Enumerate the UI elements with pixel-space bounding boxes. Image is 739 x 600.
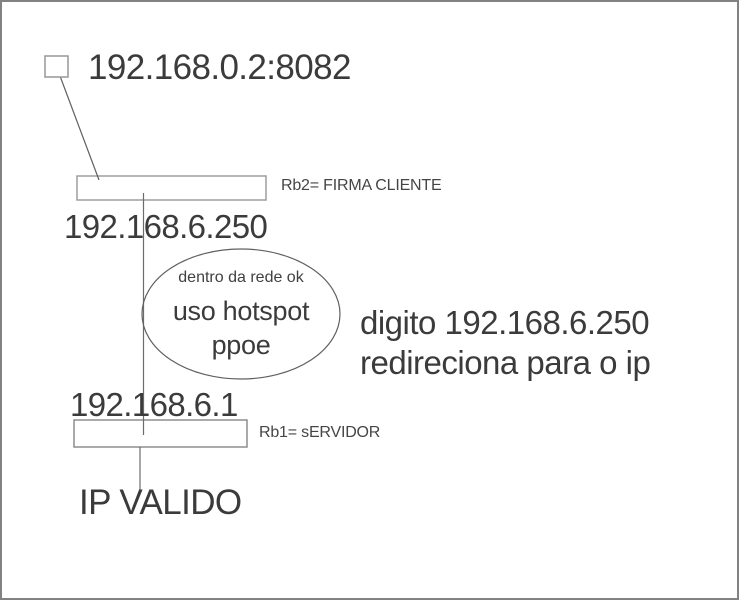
rb1-label: Rb1= sERVIDOR [259,424,381,441]
rb2-ip-label: 192.168.6.250 [64,208,268,245]
rb2-label: Rb2= FIRMA CLIENTE [281,177,442,194]
network-cloud-ellipse [141,248,341,380]
redirect-note: digito 192.168.6.250 redireciona para o … [360,303,651,383]
cloud-text-line3: ppoe [211,330,271,360]
ip-valido-label: IP VALIDO [79,483,242,522]
cloud-text-line1: dentro da rede ok [178,269,304,286]
rb2-box [76,175,267,201]
client-node-square [44,55,69,78]
rb1-ip-label: 192.168.6.1 [70,386,238,423]
redirect-note-line1: digito 192.168.6.250 [360,304,650,341]
redirect-note-line2: redireciona para o ip [360,344,651,381]
client-ip-port-label: 192.168.0.2:8082 [88,48,351,87]
connector-node-to-rb2 [56,67,100,181]
rb1-box [73,419,248,448]
cloud-text-line2: uso hotspot [172,296,310,326]
